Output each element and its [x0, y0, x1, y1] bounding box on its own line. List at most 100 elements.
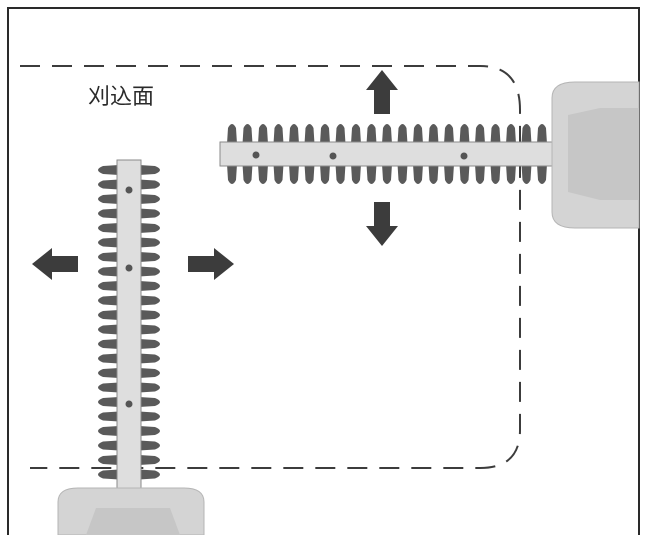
blade-tooth	[537, 124, 547, 144]
blade-tooth	[98, 179, 119, 190]
blade-tooth	[444, 164, 454, 184]
blade-tooth	[227, 124, 237, 144]
blade-tooth	[335, 164, 346, 184]
blade-tooth	[98, 194, 119, 204]
blade-tooth	[139, 339, 160, 349]
blade-tooth	[428, 124, 439, 144]
vertical-trimmer-housing-shade	[86, 508, 180, 535]
blade-tooth	[289, 124, 299, 144]
blade-tooth	[139, 426, 160, 436]
horizontal-blade-rivet	[252, 151, 260, 159]
vertical-hedge-trimmer	[57, 159, 205, 535]
blade-tooth	[98, 324, 119, 335]
blade-tooth	[444, 124, 454, 144]
blade-tooth	[351, 124, 361, 144]
horizontal-blade-bar	[219, 141, 561, 167]
blade-tooth	[98, 208, 119, 219]
blade-tooth	[320, 164, 330, 184]
blade-tooth	[227, 164, 237, 184]
horizontal-blade-teeth-top	[227, 124, 547, 144]
blade-tooth	[242, 124, 253, 144]
horizontal-hedge-trimmer	[219, 81, 640, 229]
blade-tooth	[258, 164, 268, 184]
blade-tooth	[139, 411, 160, 422]
blade-tooth	[139, 310, 160, 320]
blade-tooth	[98, 455, 119, 465]
blade-tooth	[506, 164, 516, 184]
blade-tooth	[98, 165, 119, 175]
blade-tooth	[98, 295, 119, 306]
blade-tooth	[139, 266, 160, 277]
blade-tooth	[475, 124, 485, 144]
blade-tooth	[139, 469, 160, 480]
blade-tooth	[139, 382, 160, 393]
blade-tooth	[490, 164, 501, 184]
blade-tooth	[139, 237, 160, 248]
blade-tooth	[521, 164, 532, 184]
blade-tooth	[98, 281, 119, 291]
blade-tooth	[382, 164, 392, 184]
vertical-blade-rivet	[125, 186, 133, 194]
blade-tooth	[139, 208, 160, 219]
vertical-blade-teeth-left	[98, 165, 119, 480]
blade-tooth	[139, 324, 160, 335]
arrow-up-icon	[366, 70, 398, 114]
blade-tooth	[459, 164, 470, 184]
blade-tooth	[139, 223, 160, 233]
arrow-right-icon	[188, 248, 234, 280]
blade-tooth	[459, 124, 470, 144]
horizontal-blade-rivet	[460, 152, 468, 160]
blade-tooth	[506, 124, 516, 144]
blade-tooth	[139, 397, 160, 407]
blade-tooth	[98, 223, 119, 233]
blade-tooth	[521, 124, 532, 144]
blade-tooth	[382, 124, 392, 144]
blade-tooth	[139, 252, 160, 262]
blade-tooth	[289, 164, 299, 184]
blade-tooth	[273, 124, 284, 144]
blade-tooth	[98, 411, 119, 422]
blade-tooth	[98, 426, 119, 436]
cutting-surface-outline	[20, 65, 521, 469]
blade-tooth	[139, 295, 160, 306]
blade-tooth	[98, 382, 119, 393]
blade-tooth	[98, 339, 119, 349]
blade-tooth	[139, 165, 160, 175]
blade-tooth	[98, 440, 119, 451]
blade-tooth	[366, 124, 377, 144]
blade-tooth	[139, 353, 160, 364]
blade-tooth	[304, 124, 315, 144]
blade-tooth	[366, 164, 377, 184]
blade-tooth	[304, 164, 315, 184]
blade-tooth	[98, 353, 119, 364]
diagram-frame	[7, 7, 640, 535]
vertical-blade-rivet	[125, 400, 133, 408]
arrow-down-icon	[366, 202, 398, 246]
blade-tooth	[490, 124, 501, 144]
blade-tooth	[413, 124, 423, 144]
blade-tooth	[139, 281, 160, 291]
blade-tooth	[98, 310, 119, 320]
blade-tooth	[98, 397, 119, 407]
blade-tooth	[335, 124, 346, 144]
blade-tooth	[475, 164, 485, 184]
blade-tooth	[397, 164, 408, 184]
blade-tooth	[273, 164, 284, 184]
blade-tooth	[258, 124, 268, 144]
horizontal-trimmer-housing-shade	[568, 108, 639, 200]
cutting-surface-label: 刈込面	[88, 85, 154, 110]
blade-tooth	[139, 455, 160, 465]
horizontal-blade-rivet	[329, 152, 337, 160]
vertical-blade-rivet	[125, 264, 133, 272]
blade-tooth	[320, 124, 330, 144]
blade-tooth	[242, 164, 253, 184]
blade-tooth	[98, 469, 119, 480]
vertical-blade-teeth-right	[139, 165, 160, 480]
arrow-left-icon	[32, 248, 78, 280]
blade-tooth	[537, 164, 547, 184]
blade-tooth	[98, 252, 119, 262]
blade-tooth	[397, 124, 408, 144]
vertical-blade-bar	[116, 159, 142, 491]
